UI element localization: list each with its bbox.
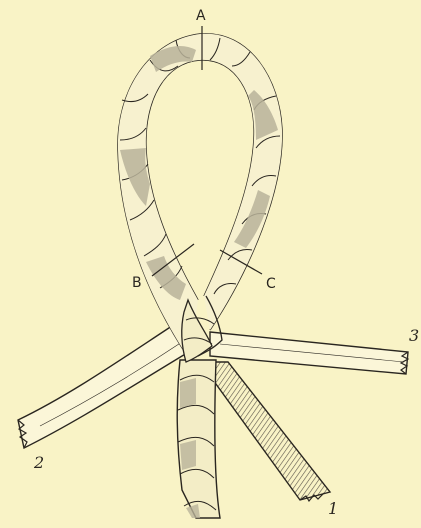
rope-standing-part: [177, 360, 220, 518]
label-end-2: 2: [33, 453, 44, 472]
strand-3: [210, 332, 408, 374]
label-b: B: [132, 275, 142, 291]
label-a: A: [196, 8, 206, 24]
strand-2: [18, 322, 192, 448]
label-end-1: 1: [328, 499, 338, 518]
rope-eye-loop: [118, 34, 282, 360]
strand-1: [200, 362, 330, 501]
label-end-3: 3: [409, 326, 419, 345]
label-c: C: [266, 276, 276, 292]
